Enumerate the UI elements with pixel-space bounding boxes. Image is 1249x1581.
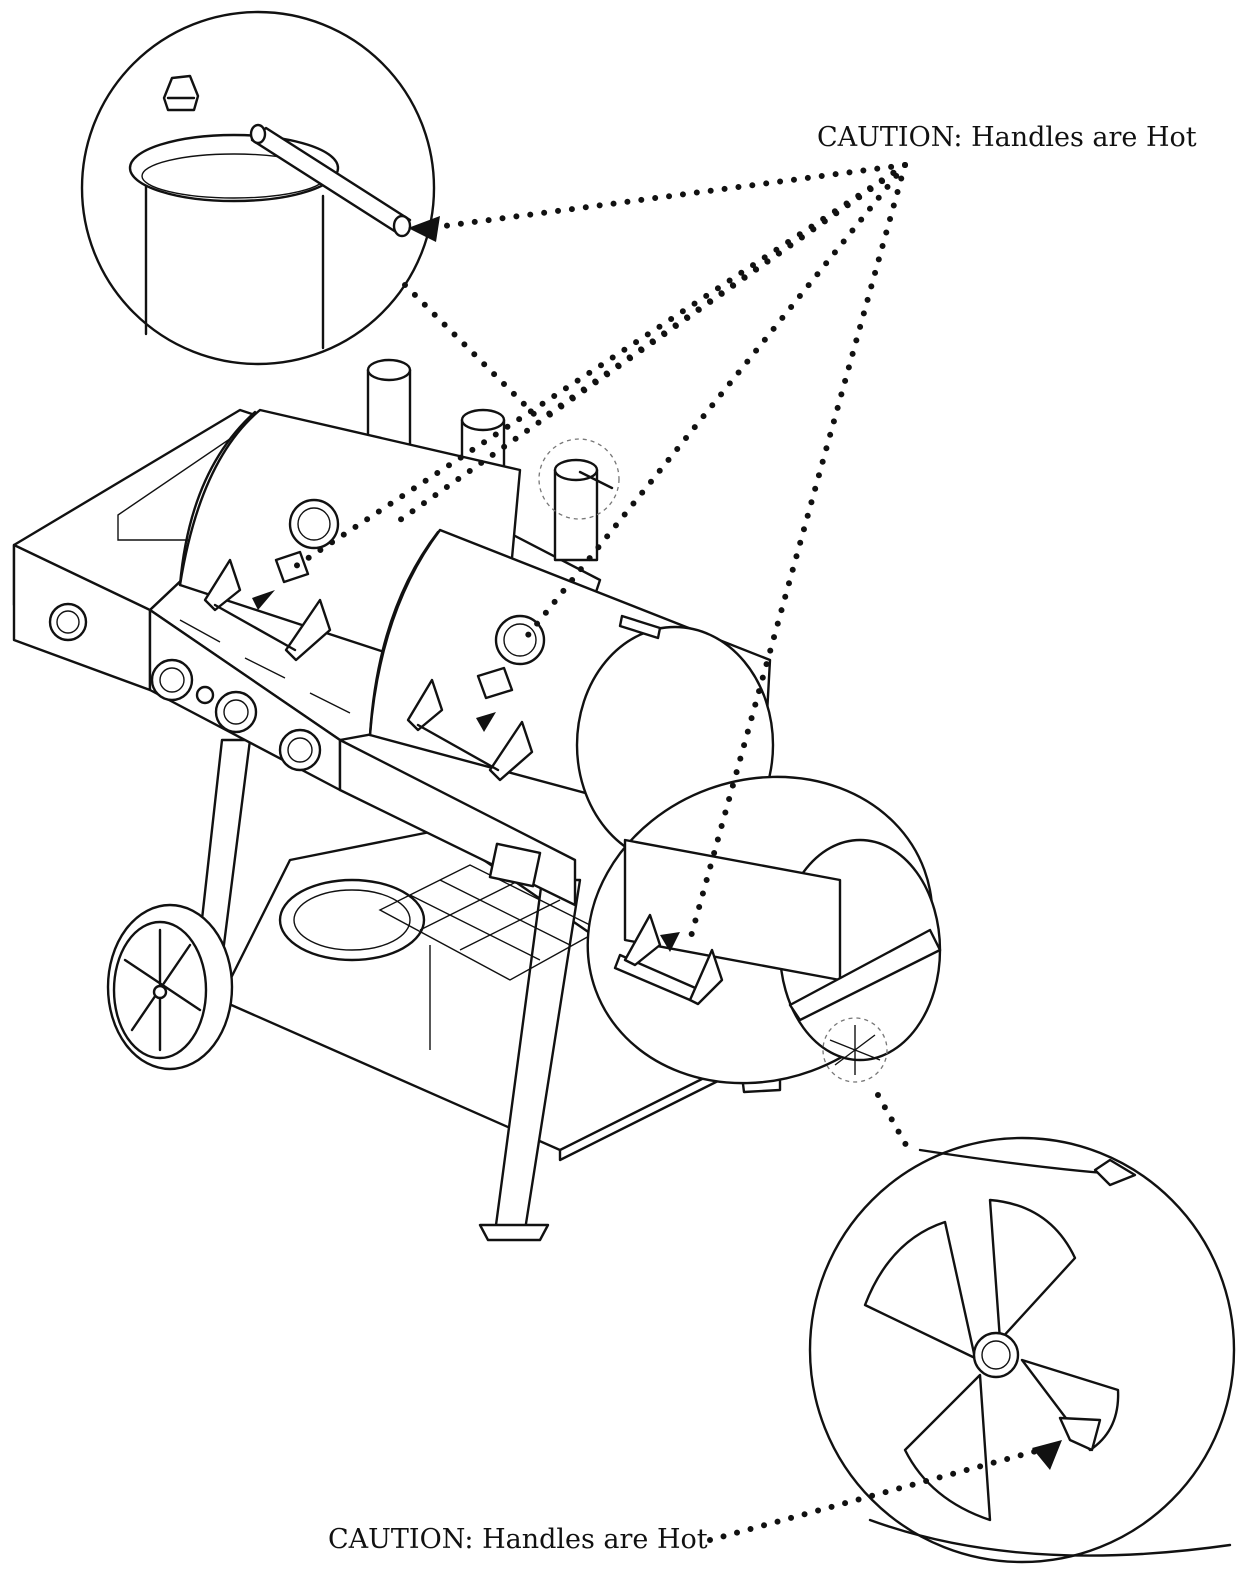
chimney-handle-detail-circle	[80, 10, 440, 366]
caution-label-top: CAUTION: Handles are Hot	[817, 122, 1197, 153]
caution-label-bottom: CAUTION: Handles are Hot	[328, 1524, 708, 1555]
callout-leaders	[252, 162, 1043, 1543]
offset-firebox	[586, 775, 942, 1085]
air-damper-detail-circle	[808, 1136, 1236, 1564]
